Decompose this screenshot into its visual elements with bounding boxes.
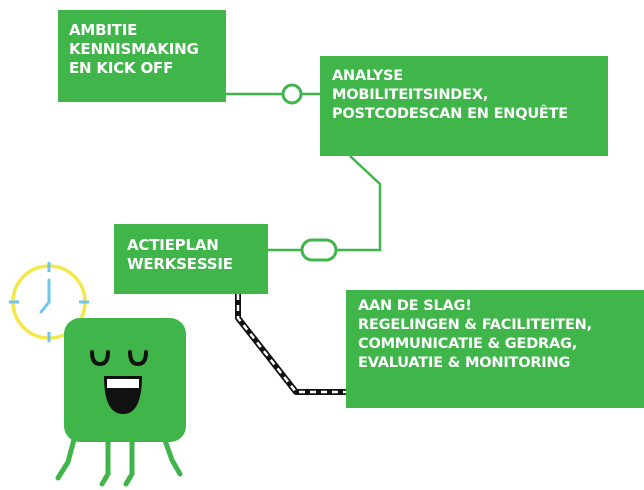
- step-aan-de-slag-line-3: COMMUNICATIE & GEDRAG,: [358, 336, 578, 352]
- step-actieplan-line-2: WERKSESSIE: [127, 255, 233, 273]
- step-aan-de-slag-line-4: EVALUATIE & MONITORING: [358, 355, 571, 371]
- connector-analyse-actieplan: [336, 155, 382, 252]
- step-ambitie-line-3: EN KICK OFF: [69, 59, 174, 77]
- step-analyse-title: ANALYSE: [332, 68, 404, 84]
- station-circle-icon: [281, 83, 303, 105]
- step-ambitie-line-2: KENNISMAKING: [69, 40, 199, 58]
- step-ambitie: AMBITIE KENNISMAKING EN KICK OFF: [58, 10, 226, 102]
- step-aan-de-slag-title: AAN DE SLAG!: [358, 298, 472, 314]
- step-actieplan: ACTIEPLAN WERKSESSIE: [114, 224, 268, 294]
- step-analyse: ANALYSE MOBILITEITSINDEX, POSTCODESCAN E…: [320, 56, 608, 156]
- step-analyse-line-3: POSTCODESCAN EN ENQUÊTE: [332, 106, 569, 122]
- step-aan-de-slag-line-2: REGELINGEN & FACILITEITEN,: [358, 317, 592, 333]
- step-aan-de-slag: AAN DE SLAG! REGELINGEN & FACILITEITEN, …: [346, 290, 644, 408]
- step-analyse-line-2: MOBILITEITSINDEX,: [332, 87, 489, 103]
- railway-track: [235, 294, 346, 395]
- step-ambitie-title: AMBITIE: [69, 21, 138, 39]
- station-pill-icon: [300, 238, 338, 262]
- step-actieplan-title: ACTIEPLAN: [127, 236, 219, 254]
